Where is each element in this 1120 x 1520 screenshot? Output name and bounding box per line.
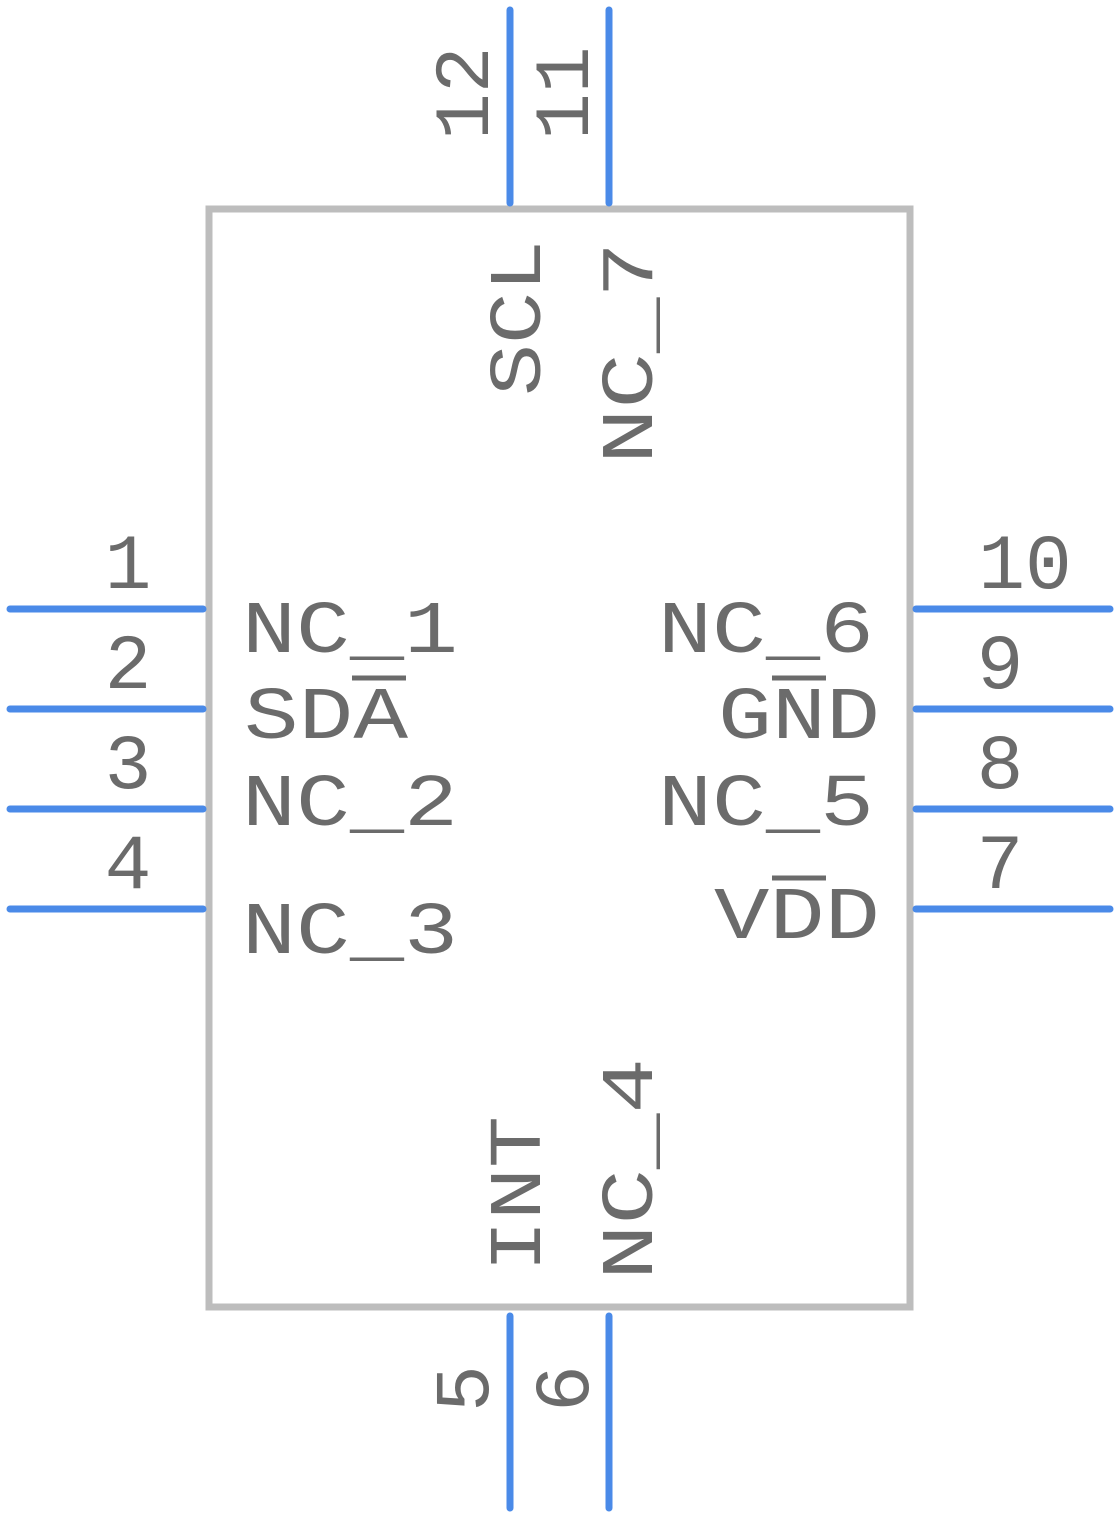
pin-11-name: NC_7	[591, 242, 675, 464]
pin-4-name: NC_3	[242, 892, 458, 976]
pin-4-number: 4	[105, 824, 152, 912]
pin-12-name: SCL	[479, 240, 563, 396]
pin-2-name: SDA	[244, 677, 409, 761]
pin-6-number: 6	[524, 1365, 612, 1412]
pin-3-number: 3	[105, 724, 152, 812]
pin-6-name: NC_4	[591, 1058, 675, 1280]
component-body	[205, 205, 914, 1311]
pin-1-name: NC_1	[242, 591, 458, 675]
pin-10-number: 10	[978, 524, 1072, 612]
pin-8-number: 8	[977, 724, 1024, 812]
pin-9-number: 9	[977, 624, 1024, 712]
pin-2-number: 2	[105, 624, 152, 712]
pin-10-name: NC_6	[658, 591, 874, 675]
pin-8-name: NC_5	[658, 764, 874, 848]
pin-1-number: 1	[105, 524, 152, 612]
pin-3-name: NC_2	[242, 764, 458, 848]
pin-5-number: 5	[424, 1365, 512, 1412]
pin-7-name: VDD	[714, 877, 880, 961]
pin-12-number: 12	[424, 46, 512, 140]
pin-11-number: 11	[524, 46, 612, 140]
pin-5-name: INT	[479, 1116, 563, 1272]
pin-7-number: 7	[977, 824, 1024, 912]
pin-9-name: GND	[718, 677, 880, 761]
